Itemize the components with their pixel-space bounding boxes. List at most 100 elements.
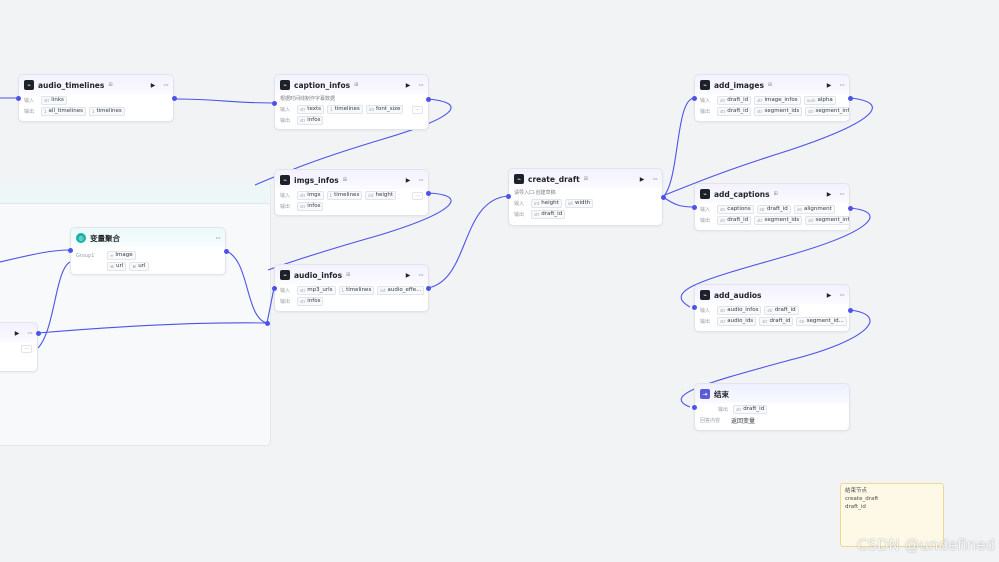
output-label: 输出 — [280, 204, 291, 210]
run-button[interactable]: ▶ — [826, 81, 832, 89]
port-images-out[interactable] — [848, 96, 853, 101]
input-label: 输入 — [700, 98, 711, 104]
port-audios-in[interactable] — [692, 305, 697, 310]
run-button[interactable]: ▶ — [826, 291, 832, 299]
run-button[interactable]: ▶ — [405, 271, 411, 279]
more-button[interactable]: ··· — [418, 80, 424, 90]
port-left-node-out[interactable] — [36, 331, 41, 336]
port-audios-out[interactable] — [848, 308, 853, 313]
answer-label: 回答内容 — [700, 418, 721, 424]
more-button[interactable]: ··· — [215, 233, 221, 243]
more-inputs-icon[interactable]: ··· — [21, 344, 32, 353]
port-audio-infos-out[interactable] — [426, 286, 431, 291]
run-button[interactable]: ▶ — [150, 81, 156, 89]
port-group-exit[interactable] — [265, 321, 270, 326]
port-merge-in[interactable] — [68, 248, 73, 253]
node-title: add_audios — [714, 290, 762, 300]
run-button[interactable]: ▶ — [639, 175, 645, 183]
more-button[interactable]: ··· — [418, 270, 424, 280]
run-button[interactable]: ▶ — [405, 176, 411, 184]
url-tag: ⌘url — [107, 262, 127, 271]
node-title: add_captions — [714, 189, 770, 199]
port-caption-out[interactable] — [426, 97, 431, 102]
url-tag: ⌘url — [129, 262, 149, 271]
node-title: add_images — [714, 80, 764, 90]
port-imgs-out[interactable] — [426, 191, 431, 196]
note-line: 结束节点 — [845, 488, 868, 494]
port-captions-in[interactable] — [692, 205, 697, 210]
input-label: 输入 — [24, 98, 35, 104]
more-button[interactable]: ··· — [163, 80, 169, 90]
more-button[interactable]: ··· — [418, 175, 424, 185]
node-variable-merge[interactable]: ◎ 变量聚合 ··· Group1 ≡Image ⌘url ⌘url — [70, 227, 226, 275]
badge-icon: ⊞ — [583, 176, 588, 182]
node-caption-infos[interactable]: ⌁ caption_infos ⊞ ▶ ··· 根据时间线制作字幕数据 输入 s… — [274, 74, 429, 130]
port-draft-in[interactable] — [506, 194, 511, 199]
plugin-icon: ⌁ — [514, 174, 524, 184]
port-merge-out[interactable] — [224, 249, 229, 254]
port-audio-timelines-out[interactable] — [172, 96, 177, 101]
node-partial-left[interactable]: ▶ ··· ··· — [0, 322, 38, 372]
node-title: audio_infos — [294, 270, 343, 280]
more-button[interactable]: ··· — [27, 328, 33, 338]
port-captions-out[interactable] — [848, 206, 853, 211]
loop-group-container[interactable] — [0, 183, 271, 446]
run-button[interactable]: ▶ — [14, 329, 20, 337]
loop-group-header — [0, 183, 269, 204]
more-button[interactable]: ··· — [839, 290, 845, 300]
output-label: 输出 — [24, 109, 35, 115]
more-button[interactable]: ··· — [839, 189, 845, 199]
node-title: imgs_infos — [294, 175, 339, 185]
port-images-in[interactable] — [692, 96, 697, 101]
badge-icon: ⊞ — [342, 177, 347, 183]
run-button[interactable]: ▶ — [405, 81, 411, 89]
merge-icon: ◎ — [76, 233, 86, 243]
output-label: 输出 — [700, 319, 711, 325]
input-label: 输入 — [514, 201, 525, 207]
port-draft-out[interactable] — [661, 195, 666, 200]
node-title: caption_infos — [294, 80, 351, 90]
output-label: 输出 — [514, 212, 525, 218]
run-button[interactable]: ▶ — [826, 190, 832, 198]
port-end-in[interactable] — [692, 405, 697, 410]
more-inputs-icon[interactable]: ··· — [412, 105, 423, 114]
plugin-icon: ⌁ — [280, 175, 290, 185]
port-audio-timelines-in[interactable] — [16, 96, 21, 101]
sticky-note[interactable]: 结束节点 create_draft draft_id — [840, 483, 944, 547]
node-title: create_draft — [528, 174, 580, 184]
port-audio-infos-in[interactable] — [272, 286, 277, 291]
more-inputs-icon[interactable]: ··· — [412, 191, 423, 200]
input-label: 输入 — [700, 207, 711, 213]
port-caption-in[interactable] — [272, 101, 277, 106]
group-tag: ≡Image — [107, 251, 136, 260]
edge-audio-timelines-to-caption — [173, 98, 275, 104]
more-button[interactable]: ··· — [652, 174, 658, 184]
more-button[interactable]: ··· — [839, 80, 845, 90]
badge-icon: ⊞ — [773, 191, 778, 197]
node-title: 结束 — [714, 389, 729, 399]
